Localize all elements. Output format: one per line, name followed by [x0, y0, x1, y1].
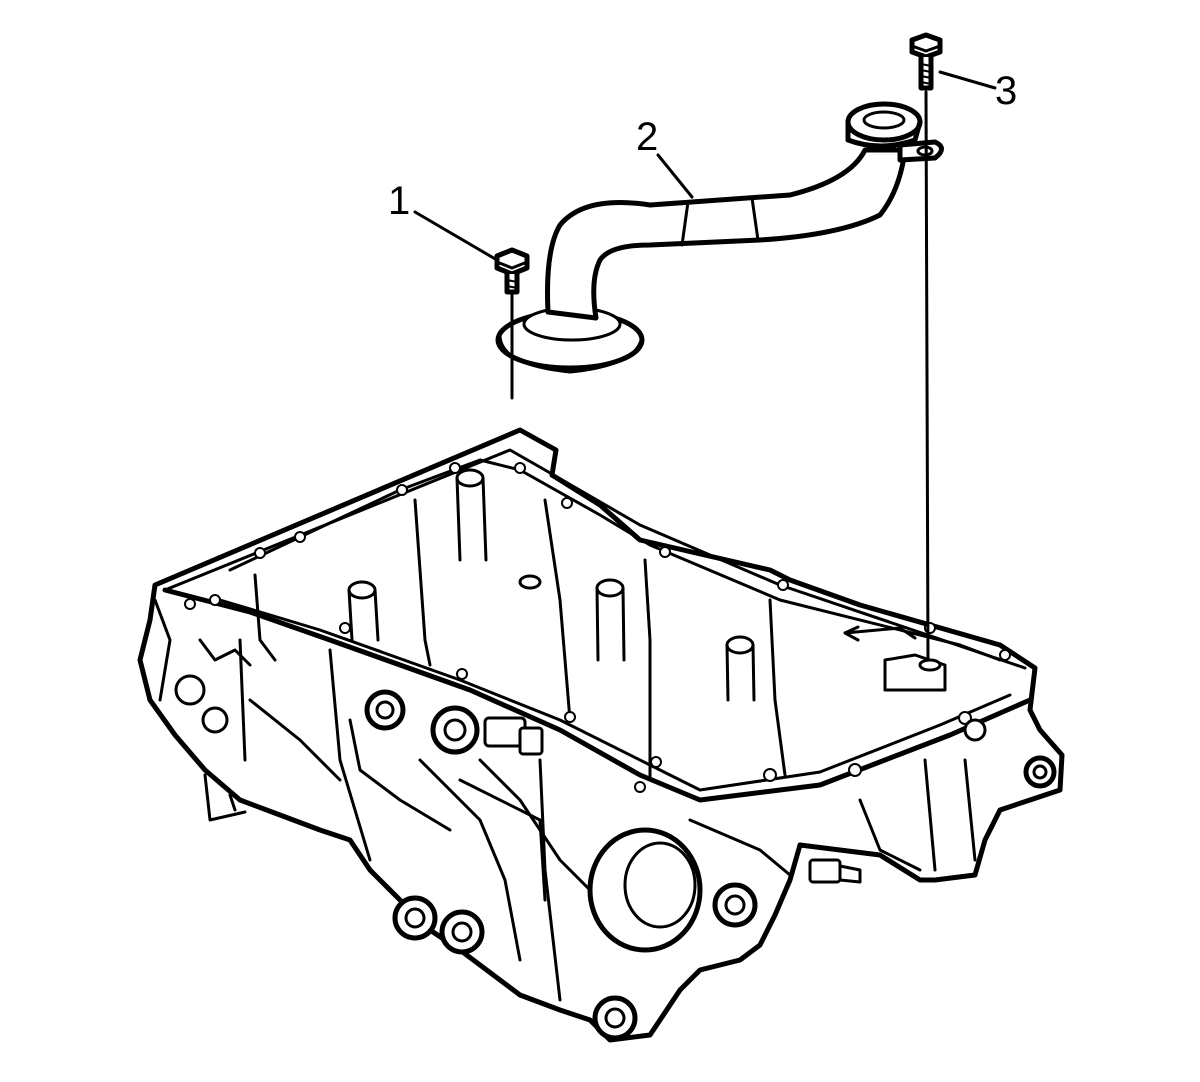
pan-left-end: [153, 598, 252, 822]
bolt-3-head: [909, 32, 943, 60]
leader-line-3: [938, 70, 997, 90]
outlet-o-ring: [862, 110, 906, 130]
pan-rim-inner: [228, 458, 1002, 662]
bolt-3-install-line: [924, 90, 930, 662]
bolt-3: [909, 32, 943, 662]
sump-wall-left: [253, 573, 277, 662]
pan-ribs: [238, 638, 977, 1002]
sensor-connector: [483, 716, 862, 884]
flow-arrow-mark: [843, 625, 917, 642]
pickup-tube-body: [545, 147, 908, 321]
sump-posts: [347, 468, 756, 702]
bolt-1: [494, 247, 530, 400]
sump-wall-right: [643, 558, 652, 782]
oil-pan-outline: [137, 427, 1065, 1043]
pan-boss-right: [883, 653, 947, 692]
sump-wall-rear: [413, 498, 432, 667]
bolt-1-head: [494, 247, 530, 277]
pan-front-edge: [162, 587, 1033, 803]
callout-2: 2: [636, 115, 658, 159]
oil-pan: [137, 427, 1065, 1043]
sump-wall-mid: [543, 498, 572, 722]
bolt-1-shank: [504, 271, 520, 295]
tube-seam-band: [680, 196, 760, 247]
leader-line-1: [413, 210, 499, 262]
leader-line-2: [656, 153, 694, 199]
callout-3: 3: [995, 69, 1017, 113]
callout-1: 1: [388, 179, 410, 223]
oil-pump-pickup-tube: [495, 101, 944, 374]
mounting-bosses: [174, 674, 1057, 1041]
tube-outlet-flange: [845, 101, 923, 143]
sump-wall-far: [768, 598, 787, 777]
front-bore: [587, 827, 703, 953]
